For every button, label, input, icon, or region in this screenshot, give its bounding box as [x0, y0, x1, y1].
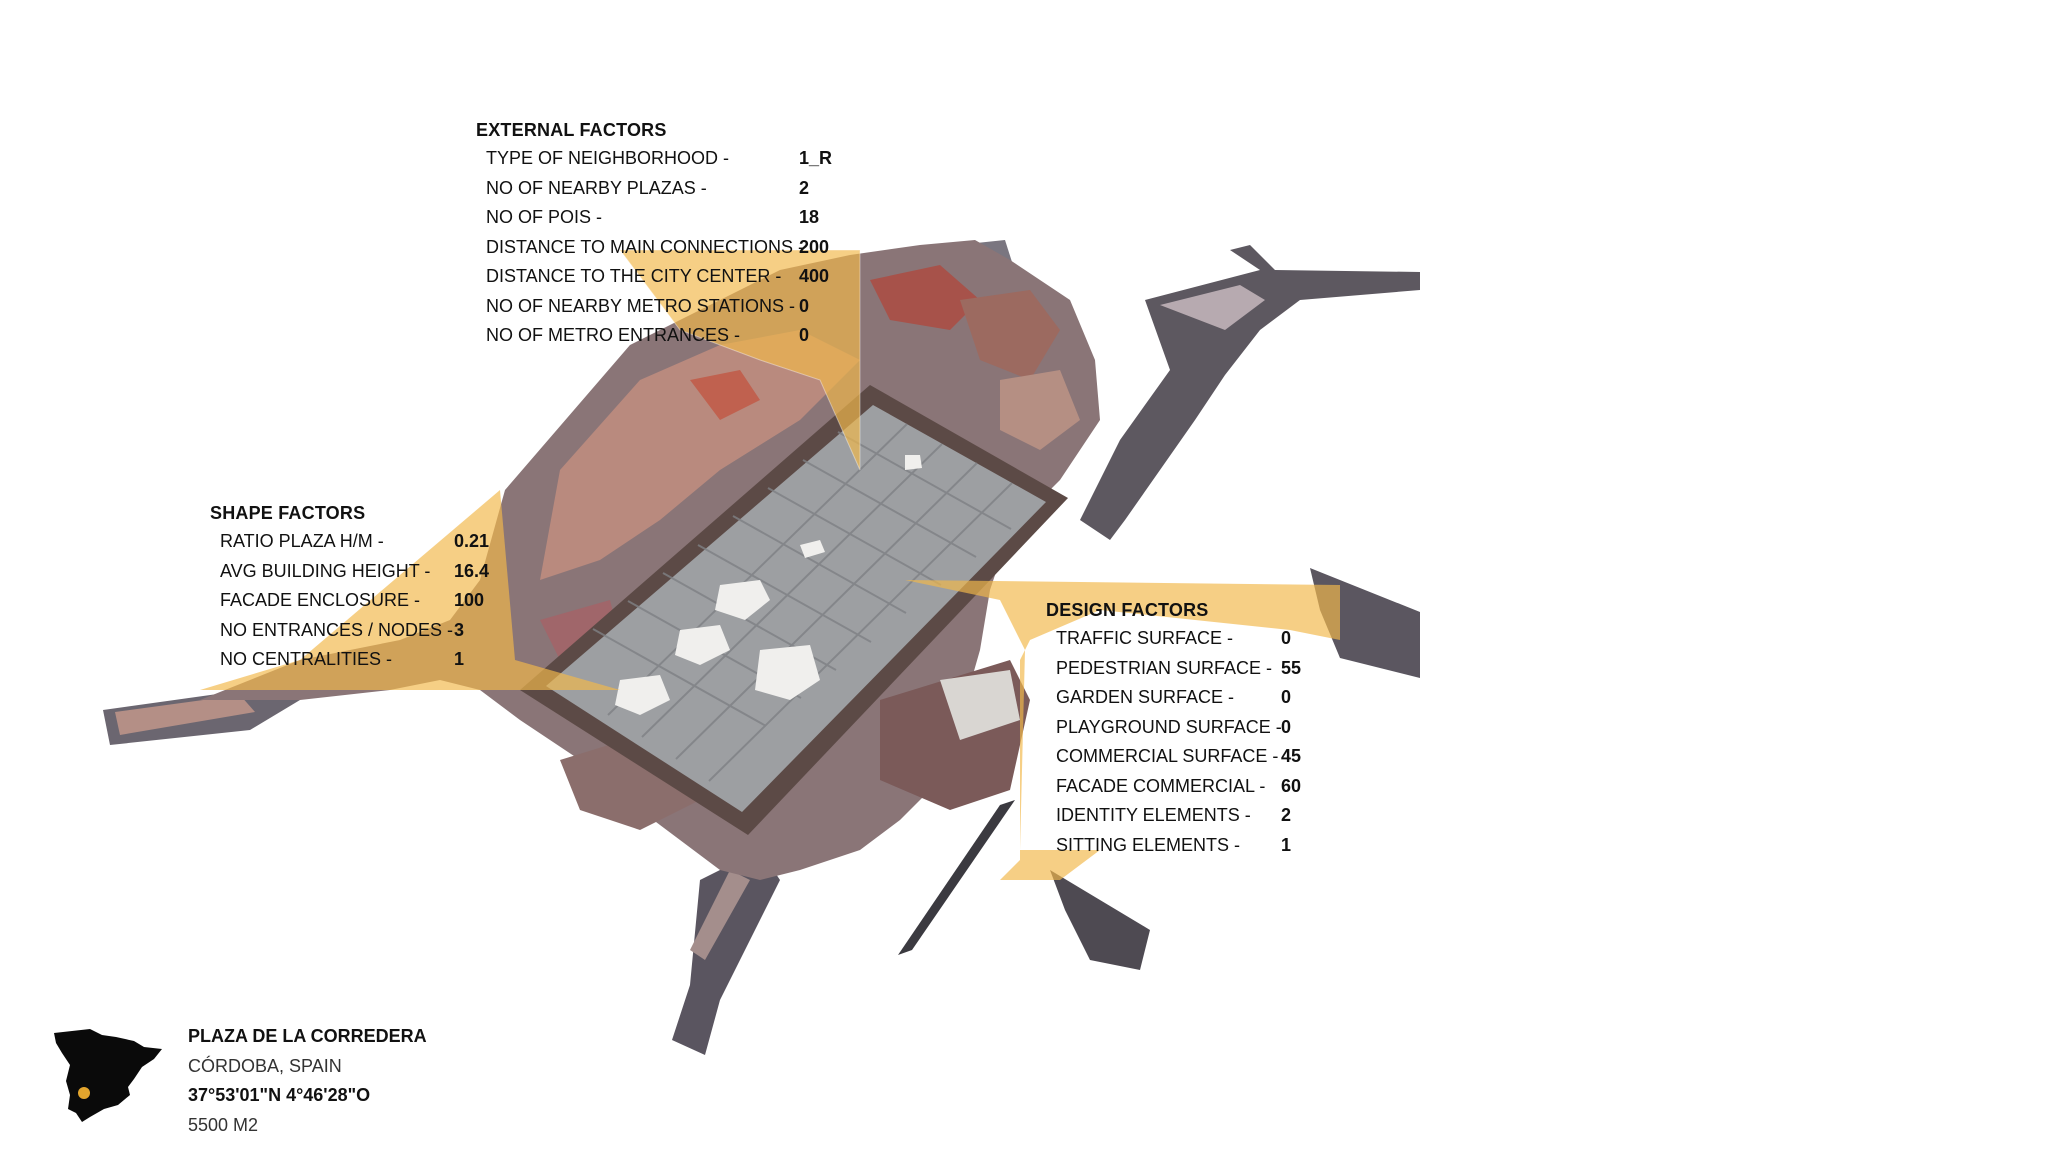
external-factors-panel: EXTERNAL FACTORS TYPE OF NEIGHBORHOOD - …	[476, 120, 832, 355]
design-factor-row: IDENTITY ELEMENTS - 2	[1046, 805, 1301, 835]
factor-value: 2	[799, 177, 810, 198]
factor-value: 55	[1281, 657, 1302, 678]
shape-factors-title: SHAPE FACTORS	[210, 503, 366, 523]
design-factor-row: PLAYGROUND SURFACE - 0	[1046, 717, 1301, 747]
factor-value: 45	[1281, 746, 1302, 766]
design-factor-row: PEDESTRIAN SURFACE - 55	[1046, 658, 1301, 688]
factor-label: TYPE OF NEIGHBORHOOD -	[486, 148, 730, 168]
factor-value: 1_R	[799, 148, 833, 168]
factor-value: 200	[799, 236, 830, 257]
factor-label: NO ENTRANCES / NODES -	[220, 619, 454, 640]
design-factors-title: DESIGN FACTORS	[1046, 600, 1209, 620]
design-factor-row: COMMERCIAL SURFACE - 45	[1046, 746, 1301, 776]
factor-label: COMMERCIAL SURFACE -	[1056, 746, 1279, 766]
highlight-callouts	[200, 250, 1340, 880]
factor-label: NO OF NEARBY PLAZAS -	[486, 177, 707, 198]
external-factor-row: NO OF POIS - 18	[476, 207, 832, 237]
factor-value: 0	[1281, 716, 1292, 737]
spain-map-icon	[54, 1029, 162, 1122]
factor-value: 18	[799, 207, 820, 227]
factor-label: NO OF POIS -	[486, 207, 603, 227]
external-factor-row: NO OF NEARBY METRO STATIONS - 0	[476, 296, 832, 326]
factor-value: 0	[1281, 687, 1292, 707]
plaza-coordinates: 37°53'01"N 4°46'28"O	[188, 1085, 371, 1105]
factor-label: TRAFFIC SURFACE -	[1056, 628, 1234, 648]
plaza-square	[520, 385, 1068, 835]
design-factor-row: FACADE COMMERCIAL - 60	[1046, 776, 1301, 806]
factor-value: 100	[454, 590, 485, 610]
factor-value: 2	[1281, 805, 1292, 825]
factor-value: 1	[454, 649, 465, 669]
factor-label: FACADE COMMERCIAL -	[1056, 775, 1266, 796]
factor-label: AVG BUILDING HEIGHT -	[220, 560, 431, 581]
factor-value: 16.4	[454, 560, 490, 581]
factor-label: PEDESTRIAN SURFACE -	[1056, 657, 1273, 678]
factor-value: 60	[1281, 775, 1302, 796]
shape-factor-row: NO CENTRALITIES - 1	[210, 649, 489, 679]
plaza-name: PLAZA DE LA CORREDERA	[188, 1026, 427, 1046]
shape-factors-panel: SHAPE FACTORS RATIO PLAZA H/M - 0.21 AVG…	[210, 503, 489, 679]
design-factors-panel: DESIGN FACTORS TRAFFIC SURFACE - 0 PEDES…	[1046, 600, 1301, 864]
location-dot-icon	[78, 1087, 90, 1099]
external-factors-title: EXTERNAL FACTORS	[476, 120, 667, 140]
factor-value: 1	[1281, 834, 1292, 855]
factor-label: DISTANCE TO MAIN CONNECTIONS -	[486, 236, 805, 257]
external-factor-row: DISTANCE TO MAIN CONNECTIONS - 200	[476, 237, 832, 267]
plaza-area: 5500 M2	[188, 1114, 259, 1135]
shape-factor-row: NO ENTRANCES / NODES - 3	[210, 620, 489, 650]
factor-label: GARDEN SURFACE -	[1056, 687, 1235, 707]
factor-label: NO CENTRALITIES -	[220, 649, 393, 669]
factor-label: NO OF METRO ENTRANCES -	[486, 325, 741, 345]
factor-label: FACADE ENCLOSURE -	[220, 590, 421, 610]
factor-label: PLAYGROUND SURFACE -	[1056, 716, 1282, 737]
design-factor-row: GARDEN SURFACE - 0	[1046, 687, 1301, 717]
shape-factor-row: RATIO PLAZA H/M - 0.21	[210, 531, 489, 561]
external-factor-row: TYPE OF NEIGHBORHOOD - 1_R	[476, 148, 832, 178]
shape-factor-row: FACADE ENCLOSURE - 100	[210, 590, 489, 620]
factor-label: DISTANCE TO THE CITY CENTER -	[486, 266, 782, 286]
factor-value: 400	[799, 266, 830, 286]
factor-value: 3	[454, 619, 465, 640]
factor-label: SITTING ELEMENTS -	[1056, 834, 1241, 855]
factor-label: NO OF NEARBY METRO STATIONS -	[486, 295, 796, 316]
external-factor-row: DISTANCE TO THE CITY CENTER - 400	[476, 266, 832, 296]
factor-value: 0	[799, 295, 810, 316]
factor-value: 0	[799, 325, 810, 345]
design-factor-row: SITTING ELEMENTS - 1	[1046, 835, 1301, 865]
design-factor-row: TRAFFIC SURFACE - 0	[1046, 628, 1301, 658]
shape-factor-row: AVG BUILDING HEIGHT - 16.4	[210, 561, 489, 591]
factor-label: IDENTITY ELEMENTS -	[1056, 805, 1251, 825]
external-factor-row: NO OF NEARBY PLAZAS - 2	[476, 178, 832, 208]
external-factor-row: NO OF METRO ENTRANCES - 0	[476, 325, 832, 355]
factor-value: 0	[1281, 628, 1292, 648]
location-info: PLAZA DE LA CORREDERA CÓRDOBA, SPAIN 37°…	[188, 1022, 427, 1140]
plaza-city: CÓRDOBA, SPAIN	[188, 1055, 342, 1076]
factor-value: 0.21	[454, 531, 490, 551]
factor-label: RATIO PLAZA H/M -	[220, 531, 384, 551]
